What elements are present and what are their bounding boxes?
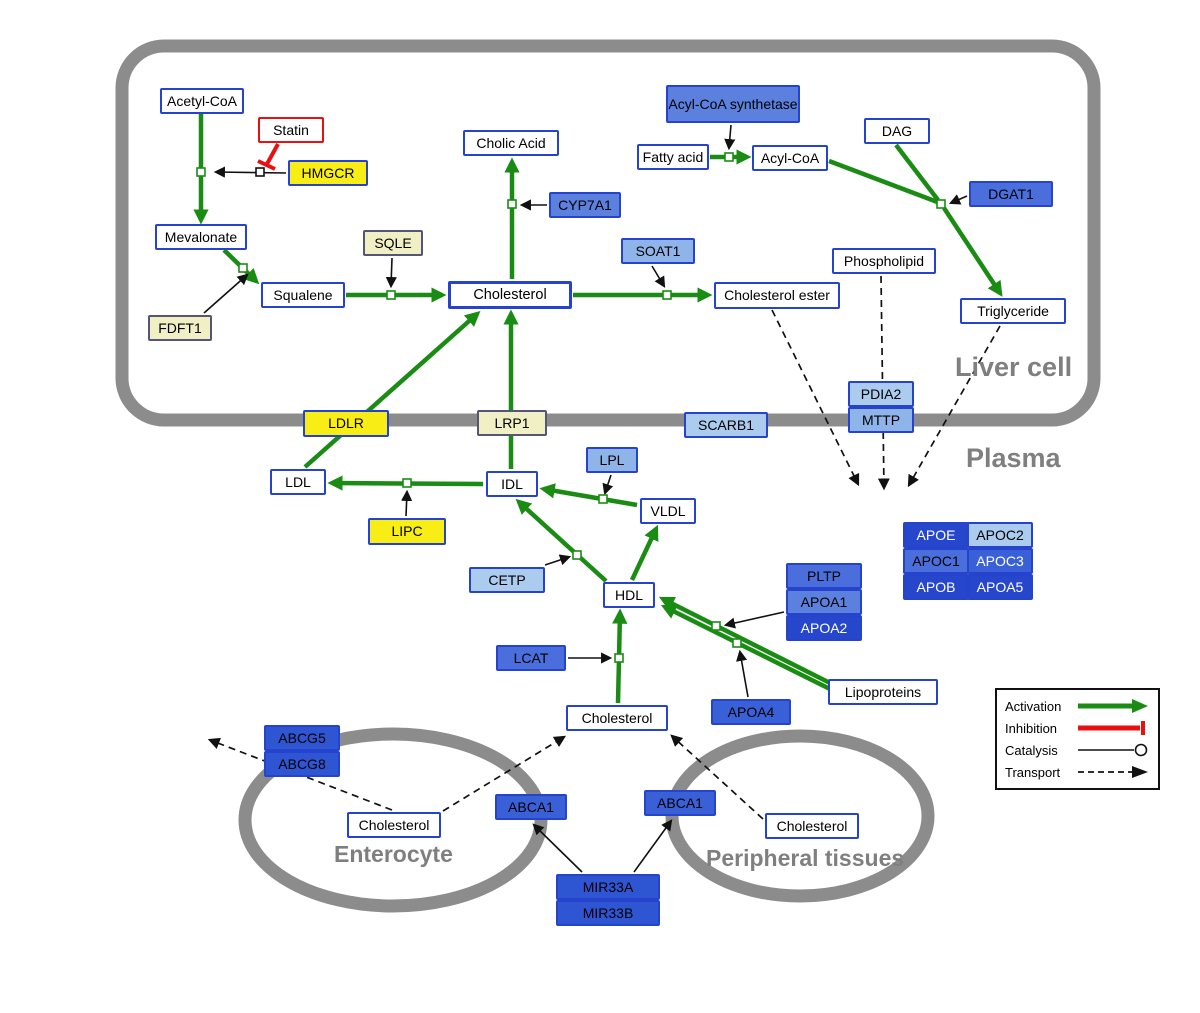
node-acyl-coa[interactable]: Acyl-CoA: [752, 145, 828, 171]
activation-arrow-icon: [1078, 699, 1148, 713]
node-apob[interactable]: APOB: [903, 574, 969, 600]
node-hmgcr[interactable]: HMGCR: [288, 160, 368, 186]
node-dgat1[interactable]: DGAT1: [969, 181, 1053, 207]
node-mttp[interactable]: MTTP: [848, 407, 914, 433]
node-vldl[interactable]: VLDL: [640, 498, 696, 524]
node-fatty-acid[interactable]: Fatty acid: [637, 144, 709, 170]
node-abcg5[interactable]: ABCG5: [264, 725, 340, 751]
node-idl[interactable]: IDL: [486, 471, 538, 497]
legend-catalysis-label: Catalysis: [1005, 742, 1058, 758]
legend: Activation Inhibition Catalysis Transpor…: [995, 688, 1160, 790]
membranes: [115, 39, 1101, 913]
node-lipoproteins[interactable]: Lipoproteins: [828, 679, 938, 705]
node-apoc2[interactable]: APOC2: [967, 522, 1033, 548]
plasma-label: Plasma: [966, 443, 1061, 473]
node-dag[interactable]: DAG: [864, 118, 930, 144]
node-lrp1[interactable]: LRP1: [477, 410, 547, 436]
node-fdft1[interactable]: FDFT1: [148, 315, 212, 341]
node-squalene[interactable]: Squalene: [261, 282, 345, 308]
node-pdia2[interactable]: PDIA2: [848, 381, 914, 407]
node-ldlr[interactable]: LDLR: [303, 410, 389, 437]
node-cholesterol-ester[interactable]: Cholesterol ester: [714, 282, 840, 309]
node-statin[interactable]: Statin: [258, 117, 324, 143]
node-apoc3[interactable]: APOC3: [967, 548, 1033, 574]
node-abca1-enterocyte[interactable]: ABCA1: [495, 794, 567, 820]
node-cetp[interactable]: CETP: [469, 567, 545, 593]
reaction-nodes: [196, 152, 946, 663]
node-cholesterol-enterocyte[interactable]: Cholesterol: [347, 812, 441, 838]
node-phospholipid[interactable]: Phospholipid: [832, 248, 936, 274]
legend-row-transport: Transport: [1005, 762, 1150, 782]
node-apoa4[interactable]: APOA4: [711, 699, 791, 725]
node-mir33a[interactable]: MIR33A: [556, 874, 660, 900]
legend-row-inhibition: Inhibition: [1005, 718, 1150, 738]
node-lcat[interactable]: LCAT: [496, 645, 566, 671]
node-pltp[interactable]: PLTP: [786, 563, 862, 589]
node-cholesterol-plasma[interactable]: Cholesterol: [566, 705, 668, 731]
legend-transport-label: Transport: [1005, 764, 1061, 780]
node-scarb1[interactable]: SCARB1: [684, 412, 768, 438]
node-acetyl-coa[interactable]: Acetyl-CoA: [160, 88, 244, 114]
enterocyte-label: Enterocyte: [334, 841, 453, 867]
node-apoc1[interactable]: APOC1: [903, 548, 969, 574]
legend-row-catalysis: Catalysis: [1005, 740, 1150, 760]
enterocyte-membrane: [238, 727, 548, 913]
node-ldl[interactable]: LDL: [270, 469, 326, 495]
node-sqle[interactable]: SQLE: [363, 230, 423, 256]
node-apoa5[interactable]: APOA5: [967, 574, 1033, 600]
catalysis-edges: [203, 124, 968, 873]
legend-inhibition-label: Inhibition: [1005, 720, 1058, 736]
node-cholesterol-liver[interactable]: Cholesterol: [448, 281, 572, 309]
peripheral-tissues-membrane: [665, 729, 935, 903]
peripheral-tissues-label: Peripheral tissues: [706, 845, 905, 871]
node-cyp7a1[interactable]: CYP7A1: [549, 192, 621, 218]
node-acyl-coa-synthetase[interactable]: Acyl-CoA synthetase: [666, 85, 800, 123]
node-abcg8[interactable]: ABCG8: [264, 751, 340, 777]
liver-cell-label: Liver cell: [955, 352, 1073, 382]
transport-arrow-icon: [1078, 766, 1148, 778]
catalysis-port: [255, 167, 265, 177]
node-triglyceride[interactable]: Triglyceride: [960, 298, 1066, 324]
legend-activation-label: Activation: [1005, 698, 1062, 714]
inhibition-bar-icon: [1078, 721, 1145, 735]
node-apoa2[interactable]: APOA2: [786, 615, 862, 641]
node-apoe[interactable]: APOE: [903, 522, 969, 548]
node-apoa1[interactable]: APOA1: [786, 589, 862, 615]
node-abca1-peripheral[interactable]: ABCA1: [644, 790, 716, 816]
node-lipc[interactable]: LIPC: [368, 518, 446, 545]
node-soat1[interactable]: SOAT1: [621, 238, 695, 264]
node-mir33b[interactable]: MIR33B: [556, 900, 660, 926]
liver-cell-membrane: [115, 39, 1101, 427]
node-hdl[interactable]: HDL: [603, 582, 655, 608]
node-cholic-acid[interactable]: Cholic Acid: [463, 130, 559, 156]
catalysis-circle-icon: [1078, 743, 1148, 757]
inhibition-edge: [257, 143, 280, 171]
node-cholesterol-peripheral[interactable]: Cholesterol: [765, 813, 859, 839]
legend-row-activation: Activation: [1005, 696, 1150, 716]
node-mevalonate[interactable]: Mevalonate: [155, 224, 247, 250]
node-lpl[interactable]: LPL: [586, 447, 638, 473]
